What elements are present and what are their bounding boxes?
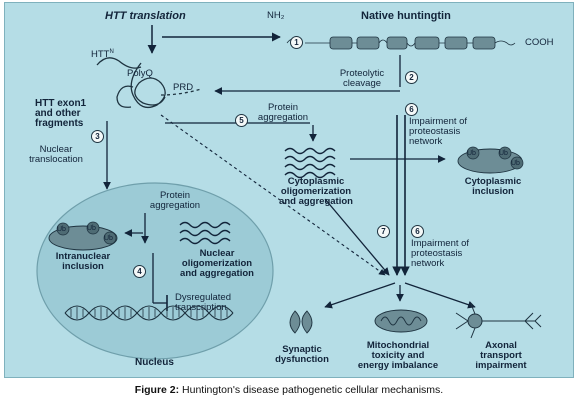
- intranuclear-inclusion-blob: [48, 221, 118, 251]
- htt-n-text: HTT: [91, 49, 110, 61]
- proteolytic-cleavage-label: Proteolytic cleavage: [331, 69, 393, 89]
- cytoplasmic-agg-line1: Cytoplasmic: [287, 176, 345, 187]
- dysregulated-line1: Dysregulated: [175, 292, 231, 303]
- axon-icon: [455, 303, 542, 339]
- axonal-label: Axonal transport impairment: [461, 341, 541, 371]
- impairment-bottom-line1: Impairment of: [411, 238, 470, 249]
- ub-label-cyto-1: Ub: [467, 150, 476, 157]
- axonal-line1: Axonal: [485, 340, 517, 351]
- ub-label-nuc-3: Ub: [104, 235, 113, 242]
- synaptic-icon: [289, 310, 313, 334]
- impairment-top-line1: Impairment of: [409, 116, 468, 127]
- cytoplasmic-aggregation-label: Cytoplasmic oligomerization and aggregat…: [261, 177, 371, 207]
- impairment-top-label: Impairment of proteostasis network: [409, 117, 467, 147]
- and-other-line: and other: [35, 108, 81, 119]
- nuclear-translocation-line2: translocation: [29, 154, 83, 165]
- step-badge-3: 3: [91, 130, 104, 143]
- dysregulated-label: Dysregulated transcription: [175, 293, 231, 313]
- cleavage-line: cleavage: [342, 78, 382, 89]
- intranuclear-inclusion-line1: Intranuclear: [55, 251, 111, 262]
- nuclear-aggregate-waves: [179, 221, 231, 245]
- figure-caption: Figure 2: Huntington's disease pathogene…: [0, 384, 578, 396]
- protein-aggregation-nuc-line1: Protein: [159, 190, 191, 201]
- step-badge-6-top: 6: [405, 103, 418, 116]
- proteolytic-line: Proteolytic: [339, 68, 385, 79]
- nuclear-agg-line3: and aggregation: [180, 268, 254, 279]
- arrow-to-axonal: [404, 282, 476, 309]
- impairment-bottom-line3: network: [411, 258, 445, 269]
- diagram-graphics: [36, 25, 542, 360]
- protein-aggregation-top-label: Protein aggregation: [253, 103, 313, 123]
- ub-label-nuc-2: Ub: [87, 225, 96, 232]
- cytoplasmic-inclusion-line2: inclusion: [472, 186, 514, 197]
- step-badge-5: 5: [235, 114, 248, 127]
- htt-translation-title: HTT translation: [105, 10, 186, 22]
- step-badge-7: 7: [377, 225, 390, 238]
- polyq-label: PolyQ: [127, 68, 153, 79]
- step-badge-2: 2: [405, 71, 418, 84]
- fragments-line: fragments: [35, 118, 84, 129]
- mitochondrial-label: Mitochondrial toxicity and energy imbala…: [343, 341, 453, 371]
- step-badge-6-bottom: 6: [411, 225, 424, 238]
- arrow-to-synaptic: [324, 282, 396, 309]
- htt-exon1-label: HTT exon1 and other fragments: [35, 99, 86, 129]
- caption-text: Huntington's disease pathogenetic cellul…: [179, 384, 444, 396]
- cytoplasmic-inclusion-label: Cytoplasmic inclusion: [453, 177, 533, 197]
- impairment-top-line2: proteostasis: [409, 126, 461, 137]
- cytoplasmic-inclusion-line1: Cytoplasmic: [464, 176, 522, 187]
- protein-aggregation-top-line2: aggregation: [257, 112, 309, 123]
- dysregulated-line2: transcription: [175, 302, 227, 313]
- step-badge-1: 1: [290, 36, 303, 49]
- intranuclear-inclusion-line2: inclusion: [62, 261, 104, 272]
- prd-label: PRD: [173, 82, 194, 93]
- ub-label-cyto-3: Ub: [511, 160, 520, 167]
- htt-fragment-tangle: [96, 57, 202, 109]
- intranuclear-inclusion-label: Intranuclear inclusion: [39, 252, 127, 272]
- impairment-bottom-label: Impairment of proteostasis network: [411, 239, 469, 269]
- axonal-line2: transport: [480, 350, 522, 361]
- caption-bold: Figure 2:: [134, 384, 180, 396]
- ub-label-nuc-1: Ub: [57, 226, 66, 233]
- arrow-dashed-to-outcomes: [160, 114, 386, 276]
- nuclear-agg-line2: oligomerization: [181, 258, 253, 269]
- cytoplasmic-agg-line2: oligomerization: [280, 186, 352, 197]
- cytoplasmic-inclusion-blob: [457, 146, 524, 174]
- htt-exon1-line: HTT exon1: [35, 98, 87, 109]
- mitochondrial-line2: toxicity and: [371, 350, 425, 361]
- arrow-cyto-to-outcomes: [324, 198, 390, 276]
- htt-n-sup: N: [109, 49, 114, 55]
- axonal-line3: impairment: [475, 360, 527, 371]
- protein-aggregation-nuc-line2: aggregation: [149, 200, 201, 211]
- impairment-bottom-line2: proteostasis: [411, 248, 463, 259]
- nuclear-translocation-label: Nuclear translocation: [7, 145, 105, 165]
- native-huntingtin-chain: [286, 36, 516, 50]
- native-huntingtin-title: Native huntingtin: [361, 10, 451, 22]
- htt-n-label: HTTN: [91, 47, 114, 60]
- dna-helix: [64, 305, 234, 321]
- synaptic-label: Synaptic dysfunction: [267, 345, 337, 365]
- cytoplasmic-agg-line3: and aggregation: [279, 196, 353, 207]
- step-badge-4: 4: [133, 265, 146, 278]
- impairment-top-line3: network: [409, 136, 443, 147]
- mitochondrial-line1: Mitochondrial: [366, 340, 430, 351]
- mitochondrion-icon: [374, 309, 428, 333]
- synaptic-line2: dysfunction: [275, 354, 329, 365]
- cooh-label: COOH: [525, 37, 554, 48]
- nuclear-agg-line1: Nuclear: [199, 248, 235, 259]
- nucleus-label: Nucleus: [135, 357, 174, 368]
- protein-aggregation-top-line1: Protein: [267, 102, 299, 113]
- mitochondrial-line3: energy imbalance: [357, 360, 439, 371]
- diagram-panel: HTT translation NH₂ Native huntingtin CO…: [4, 2, 574, 378]
- synaptic-line1: Synaptic: [282, 344, 322, 355]
- cytoplasmic-aggregate-waves: [284, 147, 336, 179]
- nh2-label: NH₂: [267, 10, 285, 21]
- ub-label-cyto-2: Ub: [499, 150, 508, 157]
- nuclear-translocation-line1: Nuclear: [39, 144, 73, 155]
- protein-aggregation-nuc-label: Protein aggregation: [145, 191, 205, 211]
- nuclear-aggregation-label: Nuclear oligomerization and aggregation: [165, 249, 269, 279]
